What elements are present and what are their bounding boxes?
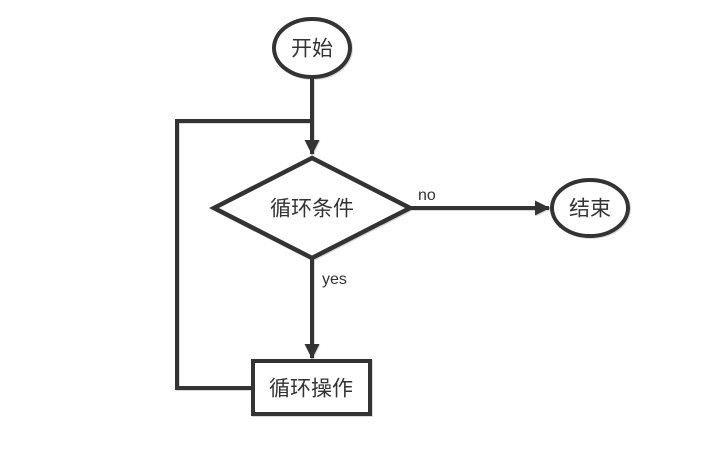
start-node [272,17,352,79]
operation-node [251,359,372,416]
edge-label-yes: yes [322,271,347,288]
edge-label-no: no [418,187,436,204]
end-node [550,178,630,238]
condition-node [209,155,415,261]
start-node-label: 开始 [291,38,333,61]
edge-operation-loopback [175,119,310,390]
condition-node-label: 循环条件 [270,198,354,221]
end-node-label: 结束 [569,198,611,221]
operation-node-label: 循环操作 [269,378,353,401]
